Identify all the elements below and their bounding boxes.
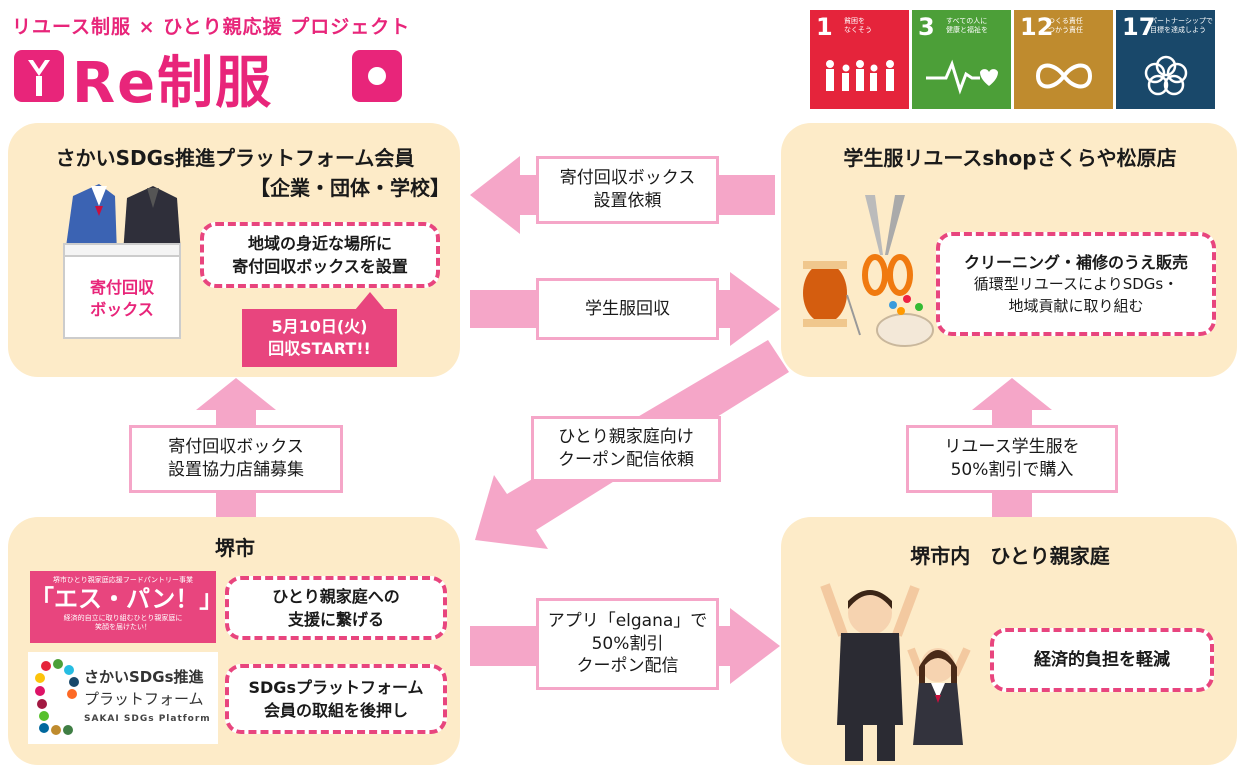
sakai-sdgs-logo: さかいSDGs推進 プラットフォーム SAKAI SDGs Platform <box>28 652 218 744</box>
callout-pointer <box>355 292 385 310</box>
sdg-goal-17: 17 パートナーシップで 目標を達成しよう <box>1116 10 1215 109</box>
uniform-logo-icon <box>14 50 64 102</box>
callout-support-families: ひとり親家庭への 支援に繋げる <box>225 576 447 640</box>
espan-title: 「エス・パン！」 <box>30 585 224 613</box>
sdg-number: 3 <box>918 13 935 41</box>
callout-support-members: SDGsプラットフォーム 会員の取組を後押し <box>225 664 447 734</box>
sdg-goal-12: 12 つくる責任 つかう責任 <box>1014 10 1113 109</box>
city-title: 堺市 <box>215 536 255 560</box>
sdg-caption: つくる責任 つかう責任 <box>1048 17 1083 34</box>
label-recruit: 寄付回収ボックス 設置協力店舗募集 <box>129 425 343 493</box>
re-seifuku-logo: Re制服 <box>12 44 412 116</box>
students-illustration <box>820 583 971 761</box>
callout-install-box: 地域の身近な場所に 寄付回収ボックスを設置 <box>200 222 440 288</box>
callout-body-text: 循環型リユースによりSDGs・ 地域貢献に取り組む <box>973 274 1179 315</box>
sdg-number: 17 <box>1122 13 1156 41</box>
project-subtitle: リユース制服 × ひとり親応援 プロジェクト <box>12 16 411 38</box>
donation-box <box>63 243 181 339</box>
sakai-logo-line2: プラットフォーム <box>84 690 204 708</box>
infinity-icon <box>1035 63 1092 89</box>
start-badge: 5月10日(火) 回収START!! <box>242 309 397 367</box>
flower-icon <box>1144 55 1187 96</box>
callout-bold-text: クリーニング・補修のうえ販売 <box>963 252 1188 272</box>
sdg-caption: すべての人に 健康と福祉を <box>946 17 988 34</box>
sdg-goal-3: 3 すべての人に 健康と福祉を <box>912 10 1011 109</box>
donation-box-label: 寄付回収 ボックス <box>89 278 154 320</box>
family-icon <box>825 60 894 91</box>
shop-title: 学生服リユースshopさくらや松原店 <box>843 146 1177 170</box>
sdg-goal-1: 1 貧困を なくそう <box>810 10 909 109</box>
members-title: さかいSDGs推進プラットフォーム会員 <box>55 146 415 170</box>
uniforms-illustration <box>65 184 181 254</box>
sdgs-dots-logo-icon <box>35 659 79 735</box>
sewing-tools-illustration <box>803 195 934 347</box>
label-purchase: リユース学生服を 50%割引で購入 <box>906 425 1118 493</box>
label-request-box: 寄付回収ボックス 設置依頼 <box>536 156 719 224</box>
espan-small-text: 堺市ひとり親家庭応援フードパントリー事業 <box>52 576 194 584</box>
label-coupon: アプリ「elgana」で 50%割引 クーポン配信 <box>536 598 719 690</box>
label-coupon-request: ひとり親家庭向け クーポン配信依頼 <box>531 416 721 482</box>
logo-text: Re制服 <box>72 51 274 116</box>
label-collect: 学生服回収 <box>536 278 719 340</box>
uniform-badge-icon <box>352 50 402 102</box>
family-title: 堺市内 ひとり親家庭 <box>910 544 1110 568</box>
sakai-logo-line1: さかいSDGs推進 <box>84 668 204 686</box>
heartbeat-icon <box>925 59 998 95</box>
espan-sub-text: 経済的自立に取り組むひとり親家庭に 笑顔を届けたい！ <box>63 613 183 631</box>
sdg-number: 12 <box>1020 13 1054 41</box>
callout-cleaning-sale: クリーニング・補修のうえ販売 循環型リユースによりSDGs・ 地域貢献に取り組む <box>936 232 1216 336</box>
espan-banner: 堺市ひとり親家庭応援フードパントリー事業 「エス・パン！」 経済的自立に取り組む… <box>30 571 224 643</box>
sdg-caption: パートナーシップで 目標を達成しよう <box>1150 17 1213 34</box>
donation-box-lid <box>63 243 181 257</box>
callout-reduce-burden: 経済的負担を軽減 <box>990 628 1214 692</box>
sdg-caption: 貧困を なくそう <box>844 17 872 34</box>
sdg-number: 1 <box>816 13 833 41</box>
sakai-logo-en: SAKAI SDGs Platform <box>84 714 211 724</box>
members-subtitle: 【企業・団体・学校】 <box>250 176 450 200</box>
